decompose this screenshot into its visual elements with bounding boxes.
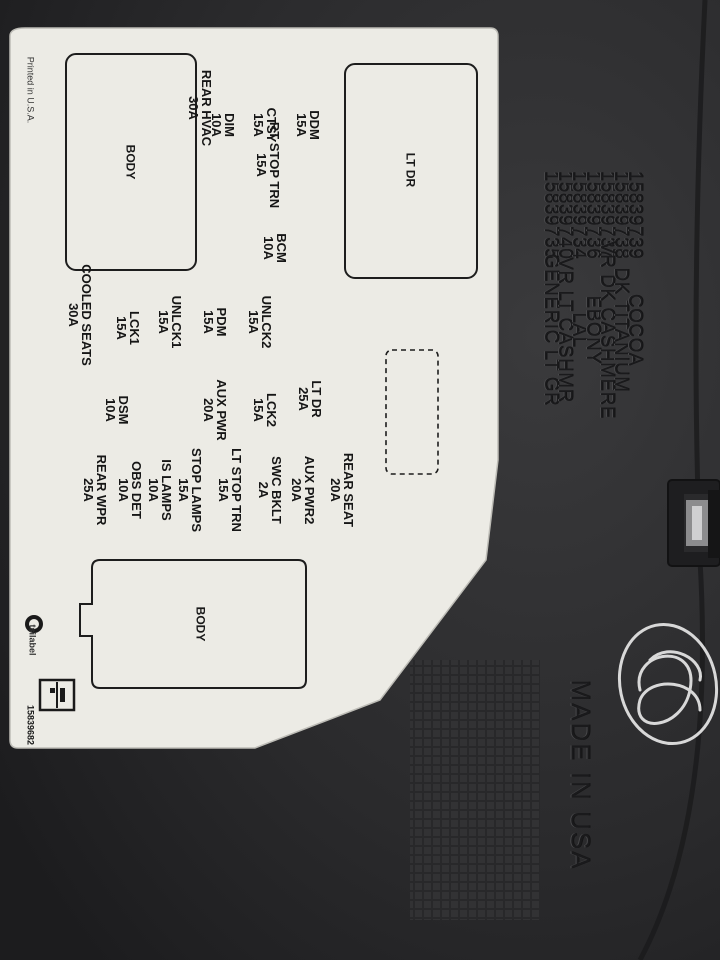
- fuse-name: AUX PWR2: [302, 455, 317, 525]
- fuse-name: IS LAMPS: [159, 459, 174, 521]
- body-box-bottom-label: BODY: [193, 606, 208, 642]
- fuse-name: DDM: [307, 110, 322, 140]
- fuse-name: UNLCK2: [259, 295, 274, 349]
- latch-clip: [667, 479, 720, 567]
- fuse-name: LCK2: [264, 393, 279, 427]
- fuse-name: LT DR: [309, 380, 324, 418]
- fuse-name: REAR HVAC: [199, 69, 214, 147]
- fuse-rating: 15A: [294, 113, 309, 137]
- printed-in-text: Printed in U.S.A.: [25, 56, 36, 124]
- body-box-top-label: BODY: [123, 144, 138, 180]
- molded-grid-texture: [410, 660, 540, 920]
- fuse-name: REAR WPR: [94, 454, 109, 526]
- body-box-bottom-outline: [79, 559, 307, 689]
- fuse-name: LT STOP TRN: [229, 448, 244, 532]
- part-number: 15839682: [25, 704, 36, 746]
- lt-dr-box-label: LT DR: [403, 152, 418, 188]
- lt-dr-dashed-outline: [385, 349, 439, 475]
- fuse-name: REAR SEAT: [341, 452, 356, 528]
- fuse-rating: 15A: [114, 316, 129, 340]
- fuse-rating: 10A: [103, 398, 118, 422]
- fuse-label-paper: [9, 27, 499, 749]
- fuse-rating: 15A: [251, 398, 266, 422]
- fuse-name: BCM: [274, 233, 289, 263]
- made-in-usa-text: MADE IN USA: [565, 679, 596, 871]
- fuse-name: DSM: [116, 395, 131, 425]
- fuse-rating: 15A: [201, 310, 216, 334]
- fuse-name: PDM: [214, 307, 229, 337]
- book-info-icon: [38, 678, 76, 712]
- fuse-name: LCK1: [127, 311, 142, 345]
- lt-dr-box-outline: [344, 63, 478, 279]
- marker-scribble: [617, 622, 719, 746]
- fuse-name: AUX PWR: [214, 379, 229, 441]
- fuse-name: RT STOP TRN: [267, 121, 282, 209]
- logo-text: tsilabel: [27, 624, 38, 656]
- fuse-name: UNLCK1: [169, 295, 184, 349]
- fuse-name: COOLED SEATS: [79, 264, 94, 366]
- fuse-rating: 10A: [261, 236, 276, 260]
- molded-part-code: 15839739: [624, 170, 645, 260]
- fuse-name: DIM: [222, 113, 237, 137]
- molded-color-name: COCOA: [624, 293, 645, 367]
- body-box-top-outline: [65, 53, 197, 271]
- fuse-name: SWC BKLT: [269, 456, 284, 524]
- tsi-logo-icon: [25, 615, 43, 633]
- fuse-name: STOP LAMPS: [189, 447, 204, 533]
- fuse-name: OBS DET: [129, 461, 144, 519]
